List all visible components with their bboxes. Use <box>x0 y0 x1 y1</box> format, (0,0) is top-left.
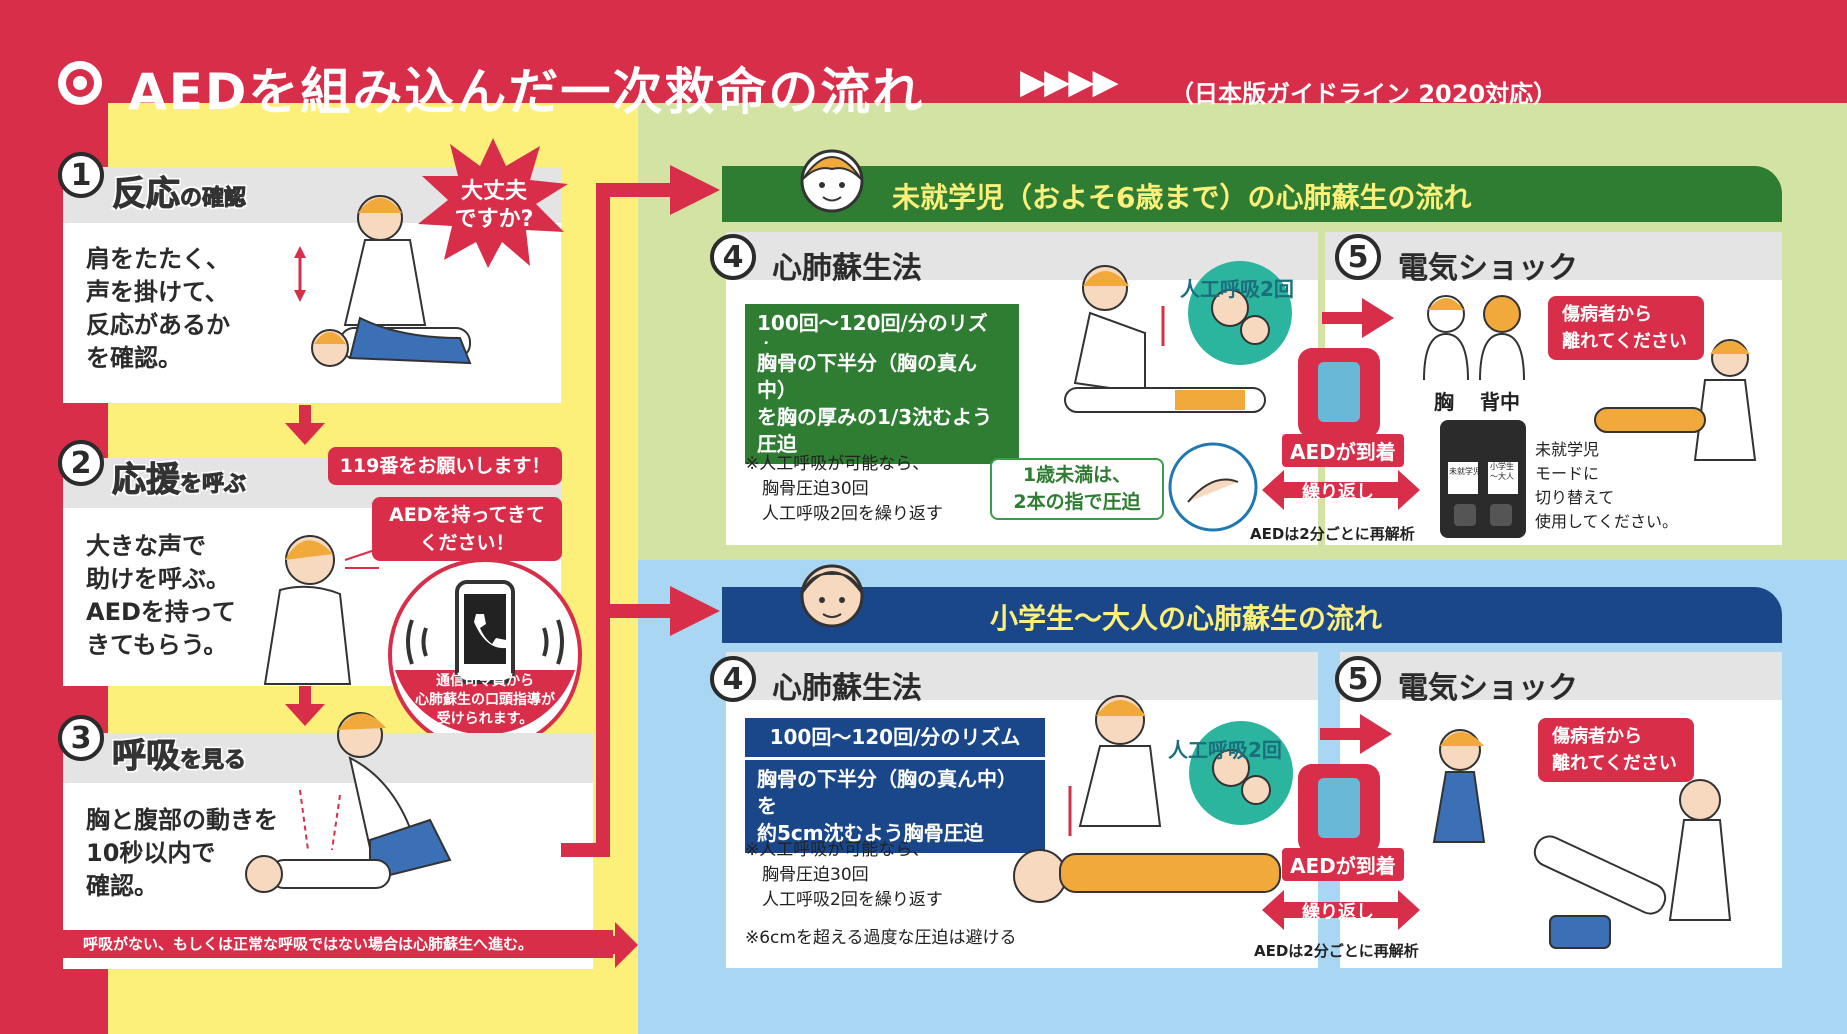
arrow-to-adult <box>670 586 720 636</box>
step1-number: 1 <box>58 152 104 198</box>
child-leave-bubble: 傷病者から 離れてください <box>1548 296 1704 360</box>
step3-title: 呼吸を見る <box>112 736 247 777</box>
phone-circle <box>388 558 582 752</box>
child-step4-title: 心肺蘇生法 <box>772 251 922 286</box>
check-breathing-illustration <box>245 712 452 893</box>
child-step4-number: 4 <box>710 234 756 280</box>
adult-step4-band <box>726 652 1318 700</box>
child-repeat-arrow <box>1262 470 1420 510</box>
step3-bottom-note: 呼吸がない、もしくは正常な呼吸ではない場合は心肺蘇生へ進む。 <box>63 930 613 958</box>
pad-mode-child: 未就学児 <box>1449 467 1481 476</box>
adult-breathing-circle <box>1189 721 1293 825</box>
call-119-bubble: 119番をお願いします！ <box>328 447 562 485</box>
down-arrow-2 <box>285 686 325 726</box>
adult-rhythm-box: 100回～120回/分のリズム <box>745 718 1045 757</box>
adult-face-icon <box>800 564 864 628</box>
adult-banner-title: 小学生～大人の心肺蘇生の流れ <box>990 602 1383 635</box>
step2-number: 2 <box>58 440 104 486</box>
adult-banner <box>722 587 1782 643</box>
adult-step5-number: 5 <box>1335 656 1381 702</box>
arrow-to-child <box>670 165 720 215</box>
pad-placement-illustration <box>1423 295 1525 381</box>
tap-shoulder-illustration <box>294 195 472 367</box>
shouting-person-illustration <box>263 535 379 685</box>
burst-text: 大丈夫 ですか? <box>454 179 534 232</box>
mode-switch-device <box>1440 420 1526 538</box>
child-aed-device <box>1298 348 1380 438</box>
adult-note: ※人工呼吸が可能なら、 胸骨圧迫30回 人工呼吸2回を繰り返す <box>745 840 943 910</box>
adult-step4-number: 4 <box>710 656 756 702</box>
adult-aed-arrived: AEDが到着 <box>1282 848 1404 881</box>
pad-mode-adult: 小学生 ～大人 <box>1490 462 1514 481</box>
child-infant-box: 1歳未満は、 2本の指で圧迫 <box>990 458 1164 520</box>
title-arrows: ▶▶▶▶ <box>1020 62 1119 102</box>
child-aed-arrived: AEDが到着 <box>1282 434 1404 467</box>
bring-aed-bubble: AEDを持ってきて ください！ <box>372 497 562 561</box>
connector-from-step3 <box>561 843 610 857</box>
adult-aed-device <box>1298 764 1380 854</box>
child-breathing-circle <box>1188 261 1292 365</box>
adult-repeat-arrow <box>1262 890 1420 930</box>
chest-label: 胸 <box>1434 390 1454 414</box>
step3-band <box>63 733 593 783</box>
adult-breath-label: 人工呼吸2回 <box>1168 738 1282 762</box>
adult-step4-title: 心肺蘇生法 <box>772 671 922 706</box>
child-breath-label: 人工呼吸2回 <box>1180 277 1294 301</box>
child-banner-title: 未就学児（およそ6歳まで）の心肺蘇生の流れ <box>892 181 1472 214</box>
connector-vertical <box>596 183 610 855</box>
adult-reanalyze: AEDは2分ごとに再解析 <box>1254 942 1419 960</box>
back-label: 背中 <box>1480 390 1520 414</box>
adult-compress-box: 胸骨の下半分（胸の真ん中）を 約5cm沈むよう胸骨圧迫 <box>745 760 1045 853</box>
adult-shock-illustration <box>1432 729 1732 949</box>
page-title: AEDを組み込んだ一次救命の流れ <box>128 63 925 121</box>
step3-number: 3 <box>58 715 104 761</box>
adult-step5-title: 電気ショック <box>1398 671 1578 706</box>
child-banner <box>722 166 1782 222</box>
child-note: ※人工呼吸が可能なら、 胸骨圧迫30回 人工呼吸2回を繰り返す <box>745 454 943 524</box>
adult-cpr-illustration <box>1013 695 1281 903</box>
child-cpr-illustration <box>1064 265 1266 413</box>
adult-leave-bubble: 傷病者から 離れてください <box>1538 718 1694 782</box>
step1-body: 肩をたたく、 声を掛けて、 反応があるか を確認。 <box>86 245 230 372</box>
page-subtitle: （日本版ガイドライン 2020対応） <box>1170 80 1558 108</box>
step1-title: 反応の確認 <box>112 174 247 215</box>
adult-note2: ※6cmを超える過度な圧迫は避ける <box>745 928 1017 948</box>
adult-step5-band <box>1340 652 1782 700</box>
down-arrow-1 <box>285 405 325 445</box>
child-shock-illustration <box>1594 339 1757 461</box>
step2-title: 応援を呼ぶ <box>112 460 247 501</box>
child-compress-box: 胸骨の下半分（胸の真ん中） を胸の厚みの1/3沈むよう 圧迫 <box>745 344 1019 464</box>
right-arrow-bottom <box>593 922 638 968</box>
phone-note: 通信司令員から 心肺蘇生の口頭指導が 受けられます。 <box>415 673 555 727</box>
adult-repeat: 繰り返し <box>1302 902 1374 923</box>
child-step5-number: 5 <box>1335 234 1381 280</box>
connector-to-child <box>596 183 676 197</box>
child-face-icon <box>800 149 864 213</box>
child-aed-transition-arrow <box>1322 298 1394 338</box>
phone-icon <box>474 614 506 649</box>
child-reanalyze: AEDは2分ごとに再解析 <box>1250 525 1415 543</box>
burst-shape <box>418 138 568 268</box>
child-step5-title: 電気ショック <box>1398 251 1578 286</box>
step2-body: 大きな声で 助けを呼ぶ。 AEDを持って きてもらう。 <box>86 532 236 659</box>
infant-hand-circle <box>1168 442 1258 532</box>
target-icon <box>58 61 102 105</box>
connector-to-adult <box>596 604 676 618</box>
adult-aed-transition-arrow <box>1320 714 1392 754</box>
child-step5-band <box>1325 232 1782 280</box>
child-repeat: 繰り返し <box>1302 482 1374 503</box>
mode-note: 未就学児 モードに 切り替えて 使用してください。 <box>1535 440 1679 531</box>
step3-body: 胸と腹部の動きを 10秒以内で 確認。 <box>86 806 278 900</box>
